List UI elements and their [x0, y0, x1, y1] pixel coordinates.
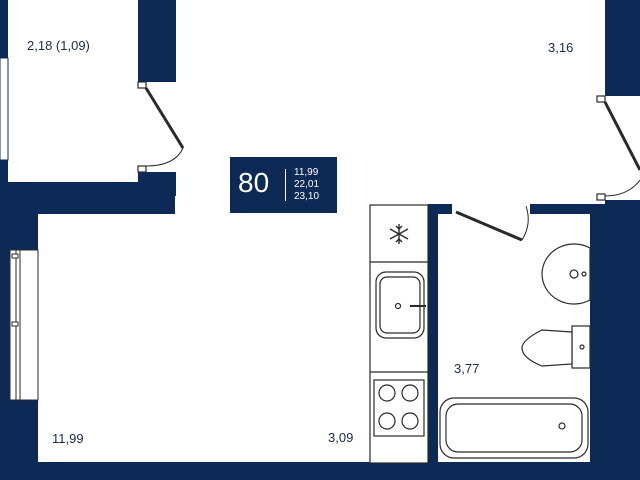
washbasin-tap [581, 271, 587, 277]
living-area-label: 11,99 [52, 431, 84, 446]
window-mark-top [11, 253, 19, 259]
storage-door-jamb-top [137, 81, 147, 89]
wall-bath-right [590, 204, 606, 462]
bathroom-fixtures [439, 243, 591, 459]
bathroom-door-swing [521, 205, 529, 241]
burner-4 [401, 412, 419, 430]
window-mark-bottom [11, 321, 19, 327]
wall-right-lower [605, 200, 640, 480]
toilet-bowl [521, 329, 573, 367]
wall-right [605, 0, 640, 96]
bathroom-door [455, 205, 529, 242]
storage-door-jamb-bottom [137, 165, 147, 173]
bathroom-door-leaf [455, 210, 523, 242]
wall-living-left-top [0, 214, 38, 250]
kitchen-counter [369, 204, 429, 464]
wall-storage-pillar [138, 0, 176, 82]
bathtub-inner [445, 403, 583, 453]
wall-top-left [0, 0, 8, 58]
unit-badge: 80 11,99 22,01 23,10 [230, 157, 337, 213]
wall-left-window-zone [0, 250, 10, 400]
balcony-door-leaf [603, 101, 640, 171]
kitchen-area-label: 3,09 [328, 430, 354, 445]
balcony-door-swing [604, 179, 640, 197]
toilet-button [579, 344, 585, 350]
unit-number: 80 [238, 167, 270, 198]
storage-door [137, 81, 185, 173]
bathroom-area-label: 3,77 [454, 361, 480, 376]
storage-door-leaf [144, 87, 185, 149]
badge-divider [285, 169, 286, 201]
wall-storage-notch [138, 172, 176, 196]
wall-bottom [0, 462, 640, 480]
unit-area-total-1: 22,01 [294, 179, 320, 190]
wall-bath-left [428, 204, 438, 462]
balcony-door [596, 95, 640, 201]
wall-bath-top-left [428, 204, 452, 214]
storage-door-swing [145, 147, 184, 167]
unit-area-living: 11,99 [294, 167, 319, 178]
burner-3 [378, 412, 396, 430]
unit-areas: 11,99 22,01 23,10 [294, 167, 319, 203]
burner-2 [401, 384, 419, 402]
burner-1 [378, 384, 396, 402]
storage-left-gap [0, 57, 9, 161]
balcony-area-label: 3,16 [548, 40, 574, 55]
bathtub-drain [558, 422, 566, 430]
storage-area-label: 2,18 (1,09) [27, 38, 90, 53]
wall-bath-top-right [530, 204, 606, 214]
unit-area-total-2: 23,10 [294, 191, 320, 202]
balcony-door-jamb-top [596, 95, 606, 103]
sink-drain [394, 302, 402, 310]
washbasin-drain [569, 269, 579, 279]
snowflake-icon [389, 224, 409, 244]
balcony-door-jamb-bottom [596, 193, 606, 201]
left-window [9, 249, 39, 401]
washbasin [541, 243, 591, 305]
